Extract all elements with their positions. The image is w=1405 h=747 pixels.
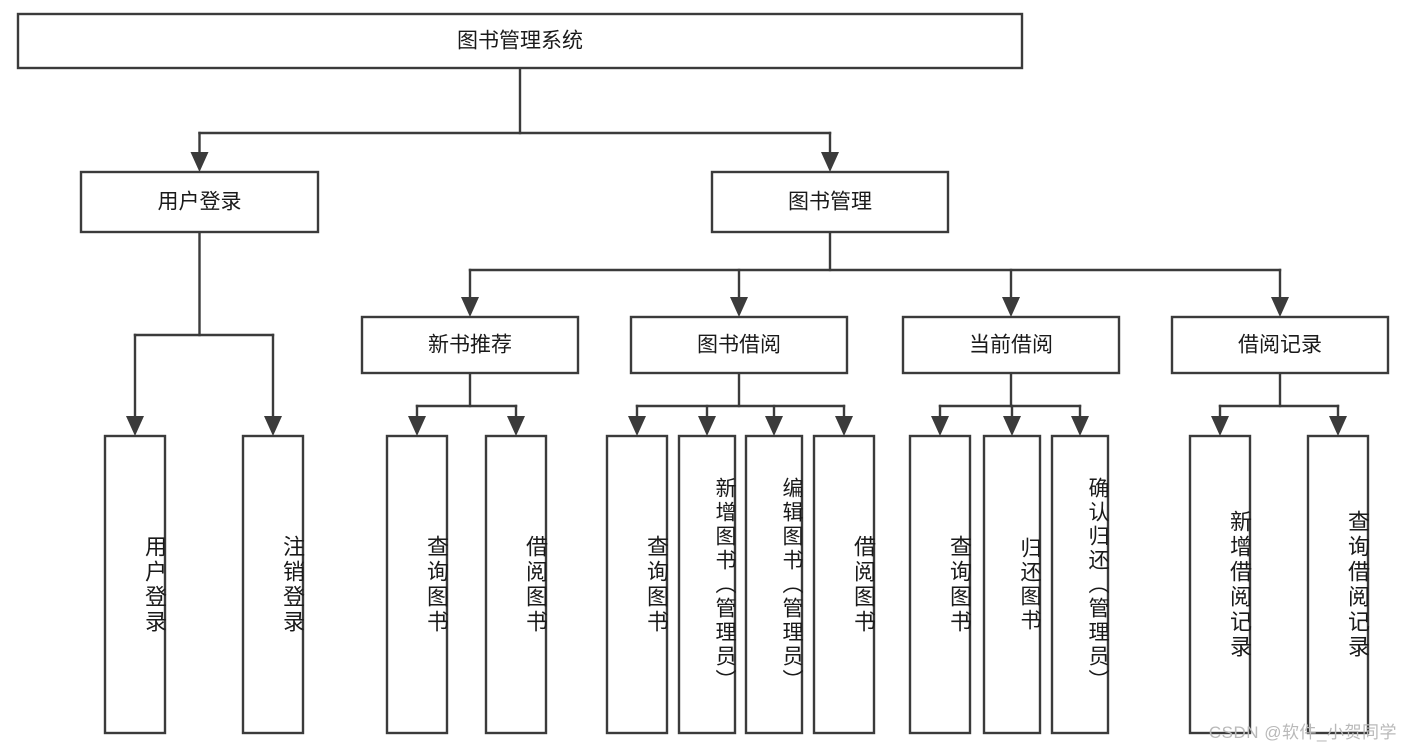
node-label-book-borrow: 图书借阅 (697, 334, 781, 357)
leaf-leaf-borrow-book-1[interactable] (484, 434, 548, 735)
node-current-borrow[interactable] (901, 315, 1121, 375)
node-new-book-recommend[interactable] (360, 315, 580, 375)
arrow-leaf-edit-book (765, 416, 783, 436)
arrow-leaf-add-record (1211, 416, 1229, 436)
arrow-leaf-borrow-book-1 (507, 416, 525, 436)
arrow-leaf-query-record (1329, 416, 1347, 436)
arrow-leaf-return-book (1003, 416, 1021, 436)
arrow-leaf-logout (264, 416, 282, 436)
node-book-borrow[interactable] (629, 315, 849, 375)
boxes-layer (16, 12, 1390, 735)
arrow-book-borrow (730, 297, 748, 317)
node-label-root: 图书管理系统 (457, 30, 583, 53)
arrow-leaf-confirm-return (1071, 416, 1089, 436)
arrow-borrow-record (1271, 297, 1289, 317)
leaf-leaf-return-book[interactable] (982, 434, 1042, 735)
leaf-leaf-confirm-return[interactable] (1050, 434, 1110, 735)
leaf-leaf-query-book-3[interactable] (908, 434, 972, 735)
node-label-current-borrow: 当前借阅 (969, 334, 1053, 357)
node-label-book-manage: 图书管理 (788, 191, 872, 214)
node-label-borrow-record: 借阅记录 (1238, 334, 1322, 357)
arrow-leaf-add-book (698, 416, 716, 436)
leaf-leaf-add-record[interactable] (1188, 434, 1252, 735)
arrow-leaf-borrow-book-2 (835, 416, 853, 436)
node-label-user-login: 用户登录 (158, 191, 242, 214)
node-label-new-book-recommend: 新书推荐 (428, 334, 512, 357)
arrow-leaf-query-book-3 (931, 416, 949, 436)
arrow-leaf-query-book-2 (628, 416, 646, 436)
leaf-leaf-user-login[interactable] (103, 434, 167, 735)
leaf-leaf-logout[interactable] (241, 434, 305, 735)
node-borrow-record[interactable] (1170, 315, 1390, 375)
node-book-manage[interactable] (710, 170, 950, 234)
node-root[interactable] (16, 12, 1024, 70)
arrow-leaf-query-book-1 (408, 416, 426, 436)
csdn-watermark: CSDN @软件_小贺同学 (1208, 723, 1397, 742)
arrow-leaf-user-login (126, 416, 144, 436)
node-user-login[interactable] (79, 170, 320, 234)
arrow-book-manage (821, 152, 839, 172)
arrow-new-book-recommend (461, 297, 479, 317)
arrow-current-borrow (1002, 297, 1020, 317)
leaf-leaf-borrow-book-2[interactable] (812, 434, 876, 735)
leaf-leaf-edit-book[interactable] (744, 434, 804, 735)
leaf-leaf-query-book-1[interactable] (385, 434, 449, 735)
leaf-leaf-add-book[interactable] (677, 434, 737, 735)
leaf-leaf-query-record[interactable] (1306, 434, 1370, 735)
arrow-user-login (190, 152, 209, 172)
connectors-layer (126, 66, 1347, 436)
leaf-leaf-query-book-2[interactable] (605, 434, 669, 735)
